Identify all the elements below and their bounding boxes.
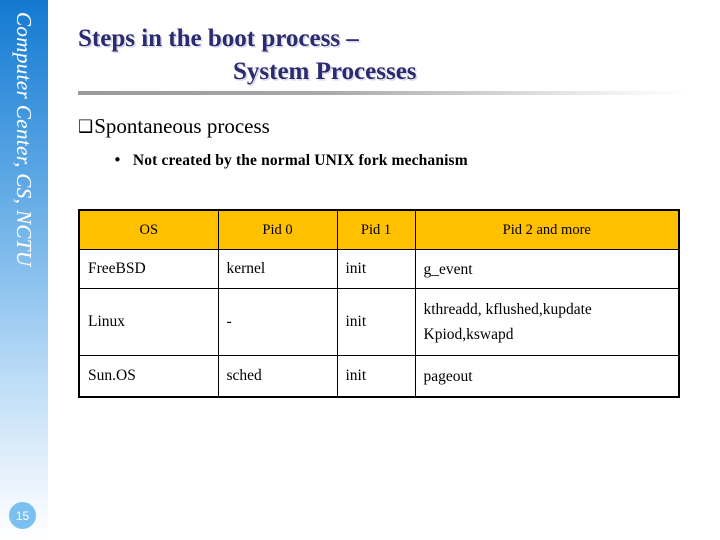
table-row: Sun.OS sched init pageout [78,355,680,398]
page-number-badge: 15 [9,502,36,529]
bullet-item-fork-mechanism: • Not created by the normal UNIX fork me… [113,152,468,170]
cell-pid2: kthreadd, kflushed,kupdate Kpiod,kswapd [414,288,680,356]
cell-pid0: sched [217,355,338,398]
sidebar-branding-bar: Computer Center, CS, NCTU [0,0,48,540]
dot-bullet-icon: • [113,151,122,169]
table-row: Linux - init kthreadd, kflushed,kupdate … [78,288,680,356]
bullet-item-label: Spontaneous process [94,114,270,138]
cell-pid0: - [217,288,338,356]
cell-pid2-line-1: pageout [423,367,473,385]
bullet-item-spontaneous-process: ❑ Spontaneous process [78,114,270,139]
cell-pid0: kernel [217,249,338,289]
column-header-pid1: Pid 1 [336,209,416,250]
sub-bullet-item-label: Not created by the normal UNIX fork mech… [132,152,468,169]
system-processes-table: OS Pid 0 Pid 1 Pid 2 and more FreeBSD ke… [78,209,680,398]
cell-os: Sun.OS [78,355,219,398]
table-row: FreeBSD kernel init g_event [78,249,680,289]
cell-os: Linux [78,288,219,356]
cell-pid1: init [336,355,416,398]
column-header-pid2: Pid 2 and more [414,209,680,250]
page-title-line-2: System Processes [233,58,417,85]
column-header-pid0: Pid 0 [217,209,338,250]
page-title: Steps in the boot process – System Proce… [78,22,690,88]
cell-pid1: init [336,249,416,289]
column-header-os: OS [78,209,219,250]
cell-pid1: init [336,288,416,356]
cell-pid2-line-2: Kpiod,kswapd [423,326,514,343]
cell-pid2-line-1: kthreadd, kflushed,kupdate [423,301,592,318]
sidebar-branding-label: Computer Center, CS, NCTU [12,12,37,267]
page-title-line-1: Steps in the boot process – [78,25,359,52]
cell-os: FreeBSD [78,249,219,289]
cell-pid2: g_event [414,249,680,289]
cell-pid2: pageout [414,355,680,398]
title-divider-rule [78,91,688,95]
table-header-row: OS Pid 0 Pid 1 Pid 2 and more [78,209,680,250]
square-bullet-icon: ❑ [78,117,94,137]
cell-pid2-line-1: g_event [423,260,473,278]
